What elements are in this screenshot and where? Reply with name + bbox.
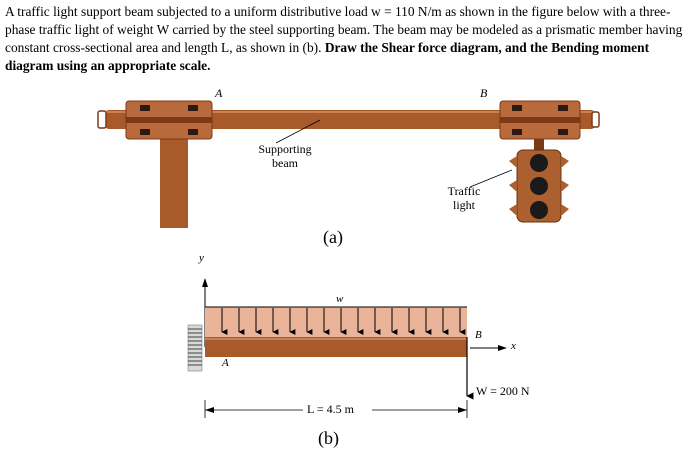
cantilever-beam — [205, 337, 467, 357]
y-axis-label: y — [199, 252, 204, 264]
problem-text: A traffic light support beam subjected t… — [5, 4, 683, 55]
weight-label: W = 200 N — [476, 384, 530, 398]
load-arrows — [221, 308, 466, 335]
length-dimension — [204, 400, 468, 418]
caption-b: (b) — [318, 428, 339, 448]
x-axis-label: x — [511, 340, 516, 352]
problem-task: Draw the Shear force diagram, and the Be… — [5, 40, 650, 73]
beam-callout: Supporting beam — [258, 142, 312, 170]
load-intensity-label: w — [336, 293, 344, 305]
caption-a: (a) — [323, 227, 343, 247]
lamp-bottom — [530, 201, 548, 219]
wall-support — [187, 324, 203, 372]
bracket-a — [125, 100, 213, 140]
label-b-top: B — [480, 86, 488, 100]
label-a-top: A — [215, 86, 223, 100]
length-label: L = 4.5 m — [307, 402, 354, 416]
label-a-bottom: A — [222, 357, 229, 369]
problem-statement: A traffic light support beam subjected t… — [5, 3, 695, 75]
lamp-middle — [530, 177, 548, 195]
traffic-light — [509, 149, 569, 223]
figure-a — [97, 100, 600, 228]
bracket-b — [499, 100, 581, 140]
figure-b — [187, 278, 507, 418]
distributed-load-region — [205, 307, 467, 337]
traffic-light-callout: Traffic light — [447, 184, 481, 212]
supporting-beam — [105, 110, 595, 129]
lamp-top — [530, 154, 548, 172]
label-b-bottom: B — [475, 329, 482, 341]
